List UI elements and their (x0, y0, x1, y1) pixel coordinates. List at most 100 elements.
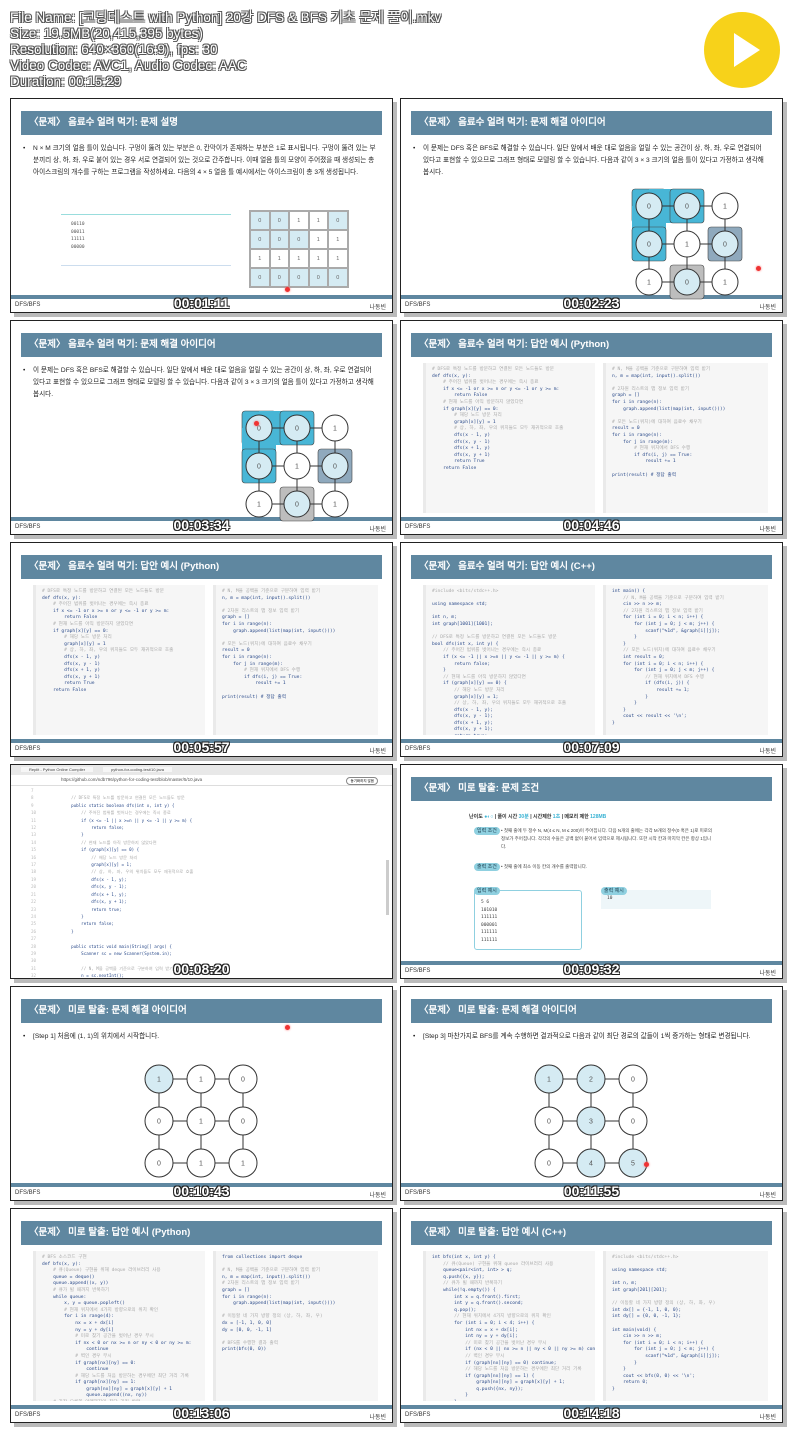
code-line: # 상, 하, 좌, 우의 위치들도 모두 재귀적으로 호출 (42, 648, 174, 654)
line-text: // 주어진 범위를 벗어나는 경우에는 즉시 종료 (61, 810, 171, 816)
slide-text: [Step 3] 마찬가지로 BFS를 계속 수행하면 결과적으로 다음과 같이… (413, 1031, 766, 1043)
code-line: cin >> n >> m; (612, 1334, 662, 1340)
code-line: # DFS로 특정 노드를 방문하고 연결된 모든 노드들도 방문 (42, 589, 164, 594)
slide-title: 〈문제〉 음료수 얼려 먹기: 문제 설명 (21, 111, 382, 135)
grid-cell: 0 (328, 268, 348, 287)
input-example-tag: 입력 예시 (474, 887, 500, 895)
node-value: 0 (295, 502, 299, 509)
code-line: # 해당 노드 방문 처리 (432, 413, 502, 419)
grid-cell: 0 (269, 268, 289, 287)
code-line: return False (42, 615, 98, 621)
slide-title: 〈문제〉 음료수 얼려 먹기: 답안 예시 (Python) (21, 555, 382, 579)
code-line: for i in range(n): (612, 399, 662, 405)
input-condition-tag: 입력 조건 (474, 827, 500, 835)
code-line (612, 466, 762, 473)
graph-node (186, 1064, 216, 1094)
footer-bar (401, 295, 782, 299)
code-left: #include <bits/stdc++.h> using namespace… (423, 585, 595, 735)
node-value: 0 (647, 242, 651, 249)
code-line: bool dfs(int x, int y) { (432, 641, 499, 647)
footer-left: DFS/BFS (15, 1190, 41, 1196)
code-line: scanf("%1d", &graph[i][j]); (612, 1353, 720, 1359)
code-line: # 현재 노드를 아직 방문하지 않았다면 (42, 621, 134, 627)
line-text: if (graph[x][y] == 0) { (61, 847, 140, 853)
code-line: for (int i = 0; i < 4; i++) { (432, 1320, 535, 1326)
thumbnail[interactable]: Replit - Python Online Compiler python-fo… (10, 764, 393, 979)
graph-node (635, 268, 663, 296)
code-line: # DFS로 특정 노드를 방문하고 연결된 모든 노드들도 방문 (432, 367, 554, 372)
code-line: for i in range(n): (222, 621, 272, 627)
node-value: 0 (547, 1119, 551, 1126)
input-line: 11111 (71, 237, 85, 242)
timestamp: 00:07:09 (563, 739, 620, 755)
code-line: graph = [] (222, 1287, 250, 1293)
node-value: 0 (647, 204, 651, 211)
graph-node (576, 1148, 606, 1178)
graph-node (711, 230, 739, 258)
code-line: // 해당 노드 방문 처리 (432, 687, 505, 693)
code-line: for j in range(m): (222, 661, 283, 667)
timestamp: 00:09:32 (563, 961, 620, 977)
footer-bar (11, 1183, 392, 1187)
address-bar[interactable]: https://github.com/ndb796/python-for-cod… (11, 775, 392, 786)
grid-cell: 0 (269, 211, 289, 230)
code-line: return False (432, 465, 477, 471)
browser-tab[interactable]: python-for-coding-test/10.java (103, 767, 172, 772)
graph-node (228, 1064, 258, 1094)
scrollbar[interactable] (386, 860, 389, 915)
footer-right: 나동빈 (759, 527, 776, 533)
code-line: 26 } (31, 928, 193, 935)
line-text: n = sc.nextInt(); (61, 973, 125, 979)
browser-tabs: Replit - Python Online Compiler python-fo… (11, 765, 392, 775)
browser-tab[interactable]: Replit - Python Online Compiler (21, 767, 94, 772)
output-condition-text: • 첫째 줄에 최소 이동 칸의 개수를 출력합니다. (501, 864, 588, 869)
code-line: def dfs(x, y): (432, 373, 471, 379)
code-line: int y = q.front().second; (432, 1301, 524, 1307)
slide-text: [Step 1] 처음에 (1, 1)의 위치에서 시작합니다. (23, 1031, 376, 1043)
play-icon[interactable] (704, 12, 780, 88)
footer-right: 나동빈 (369, 305, 386, 311)
limits-row: 난이도 ●◐○ | 풀이 시간 30분 | 시간제한 1초 | 메모리 제한 1… (469, 813, 606, 820)
line-number: 14 (31, 839, 37, 845)
line-number: 29 (31, 950, 37, 956)
code-line: if graph[nx][ny] == 0: (42, 1360, 137, 1366)
code-line: 15 if (graph[x][y] == 0) { (31, 846, 193, 853)
code-line: dfs(x - 1, y) (42, 654, 101, 660)
code-right: int main() { // N, M을 공백을 기준으로 구분하여 입력 받… (603, 585, 768, 735)
line-text: // 상, 하, 좌, 우의 위치들도 모두 재귀적으로 호출 (61, 869, 194, 875)
line-number: 13 (31, 832, 37, 838)
code-line: dfs(x + 1, y) (432, 446, 491, 452)
code-line: continue (42, 1367, 109, 1373)
footer-right: 나동빈 (369, 527, 386, 533)
timestamp: 00:04:46 (563, 517, 620, 533)
code-line: int main(void) { (612, 1327, 657, 1333)
code-line: from collections import deque (222, 1255, 303, 1260)
code-line: # 가장 오른쪽 아래까지의 최단 거리 반환 (42, 1400, 199, 1401)
code-line: def bfs(x, y): (42, 1261, 81, 1267)
code-line: result += 1 (222, 681, 286, 687)
graph-node (245, 414, 273, 442)
resolution: Resolution: 640×360(16:9), fps: 30 (10, 42, 218, 57)
code-line: # 큐가 빌 때까지 반복하기 (42, 1287, 110, 1293)
code-line (612, 380, 762, 387)
code-line: } (612, 720, 615, 726)
code-line: int main() { (612, 589, 646, 594)
footer-left: DFS/BFS (15, 524, 41, 530)
line-number: 26 (31, 928, 37, 934)
sync-button[interactable]: 동기화하지 않음 (346, 777, 378, 785)
code-line: q.push({x, y}); (432, 1274, 485, 1280)
footer-left: DFS/BFS (405, 302, 431, 308)
